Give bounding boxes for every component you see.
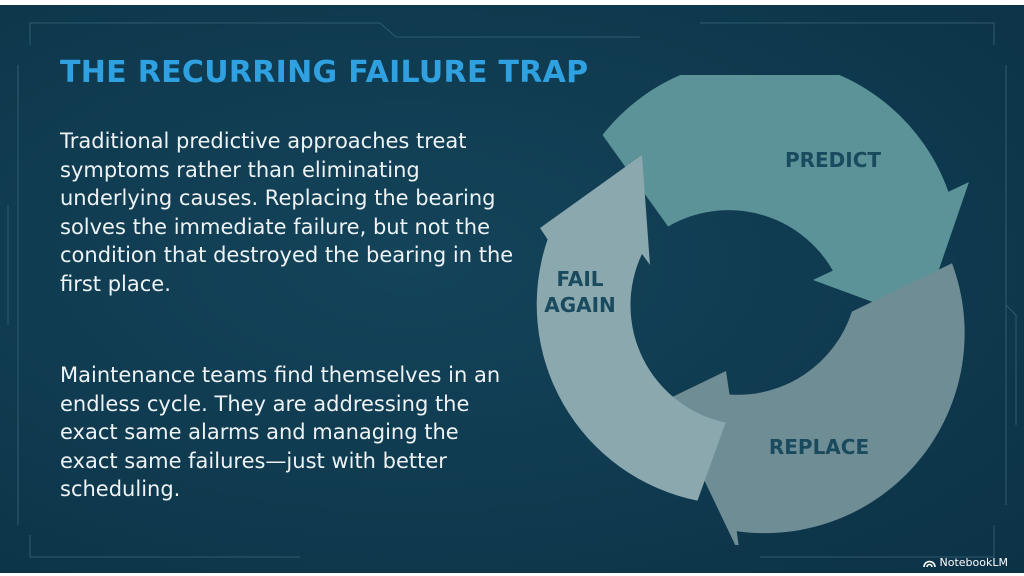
cycle-arrow-predict	[602, 75, 969, 320]
body-paragraph-2: Maintenance teams find themselves in an …	[60, 363, 501, 501]
slide-title: THE RECURRING FAILURE TRAP	[60, 55, 589, 90]
notebooklm-logo-text: NotebookLM	[939, 556, 1008, 569]
cycle-arrow-fail-again	[536, 155, 726, 501]
notebooklm-logo-icon	[922, 560, 936, 567]
cycle-diagram: PREDICT REPLACE FAIL AGAIN	[536, 75, 969, 545]
cycle-label-replace: REPLACE	[769, 435, 869, 459]
cycle-label-again: AGAIN	[544, 293, 616, 317]
notebooklm-branding: NotebookLM	[922, 556, 1008, 569]
decorative-frame	[7, 22, 1017, 558]
cycle-label-fail: FAIL	[556, 267, 603, 291]
body-paragraph-1: Traditional predictive approaches treat …	[60, 129, 514, 296]
cycle-arrow-replace	[666, 263, 965, 545]
cycle-label-predict: PREDICT	[785, 148, 881, 172]
slide: THE RECURRING FAILURE TRAP Traditional p…	[0, 5, 1024, 573]
